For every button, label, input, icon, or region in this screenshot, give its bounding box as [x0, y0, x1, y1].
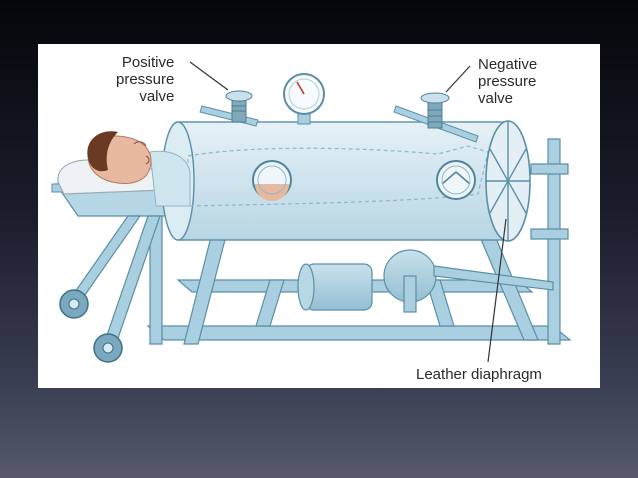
respirator-chamber: [161, 120, 531, 242]
diagram-drawing: [51, 61, 572, 363]
frame-right-bracket-bottom: [530, 228, 569, 240]
valve-icon: [393, 92, 479, 143]
negative-valve-label: Negative pressure valve: [478, 56, 537, 107]
leader-diaphragm: [487, 218, 507, 363]
wheel-icon: [59, 289, 89, 319]
positive-valve-label: Positive pressure valve: [116, 54, 174, 105]
patient-head: [57, 131, 191, 207]
gown: [149, 150, 191, 207]
leader-lines: [189, 61, 507, 363]
frame-mid-brace: [255, 279, 285, 327]
pressure-gauge-icon: [283, 73, 325, 125]
iron-lung-diagram: Positive pressure valve Negative pressur…: [38, 44, 600, 388]
frame-right-bracket-top: [530, 163, 569, 175]
negative-valve-label-line3: valve: [478, 90, 514, 107]
wheel-icon: [93, 333, 123, 363]
porthole-icon: [252, 160, 292, 201]
positive-valve-label-line2: pressure: [116, 71, 175, 88]
positive-valve-label-line1: Positive: [121, 54, 175, 71]
leather-diaphragm-label: Leather diaphragm: [416, 366, 542, 383]
leather-diaphragm: [485, 120, 531, 242]
frame-bottom-rail: [146, 325, 572, 341]
frame-right-post: [547, 138, 561, 345]
positive-valve-label-line3: valve: [139, 88, 175, 105]
drive-rod: [433, 265, 554, 291]
negative-valve-label-line2: pressure: [478, 73, 537, 90]
leader-negative: [445, 65, 471, 93]
patient-body-outline: [187, 145, 489, 207]
porthole-icon: [436, 160, 476, 200]
motor-cylinder: [305, 263, 373, 311]
motor-unit: [297, 249, 554, 313]
hair: [87, 131, 118, 172]
leader-positive: [189, 61, 229, 91]
valve-icon: [199, 90, 259, 127]
negative-valve-label-line1: Negative: [478, 56, 538, 73]
